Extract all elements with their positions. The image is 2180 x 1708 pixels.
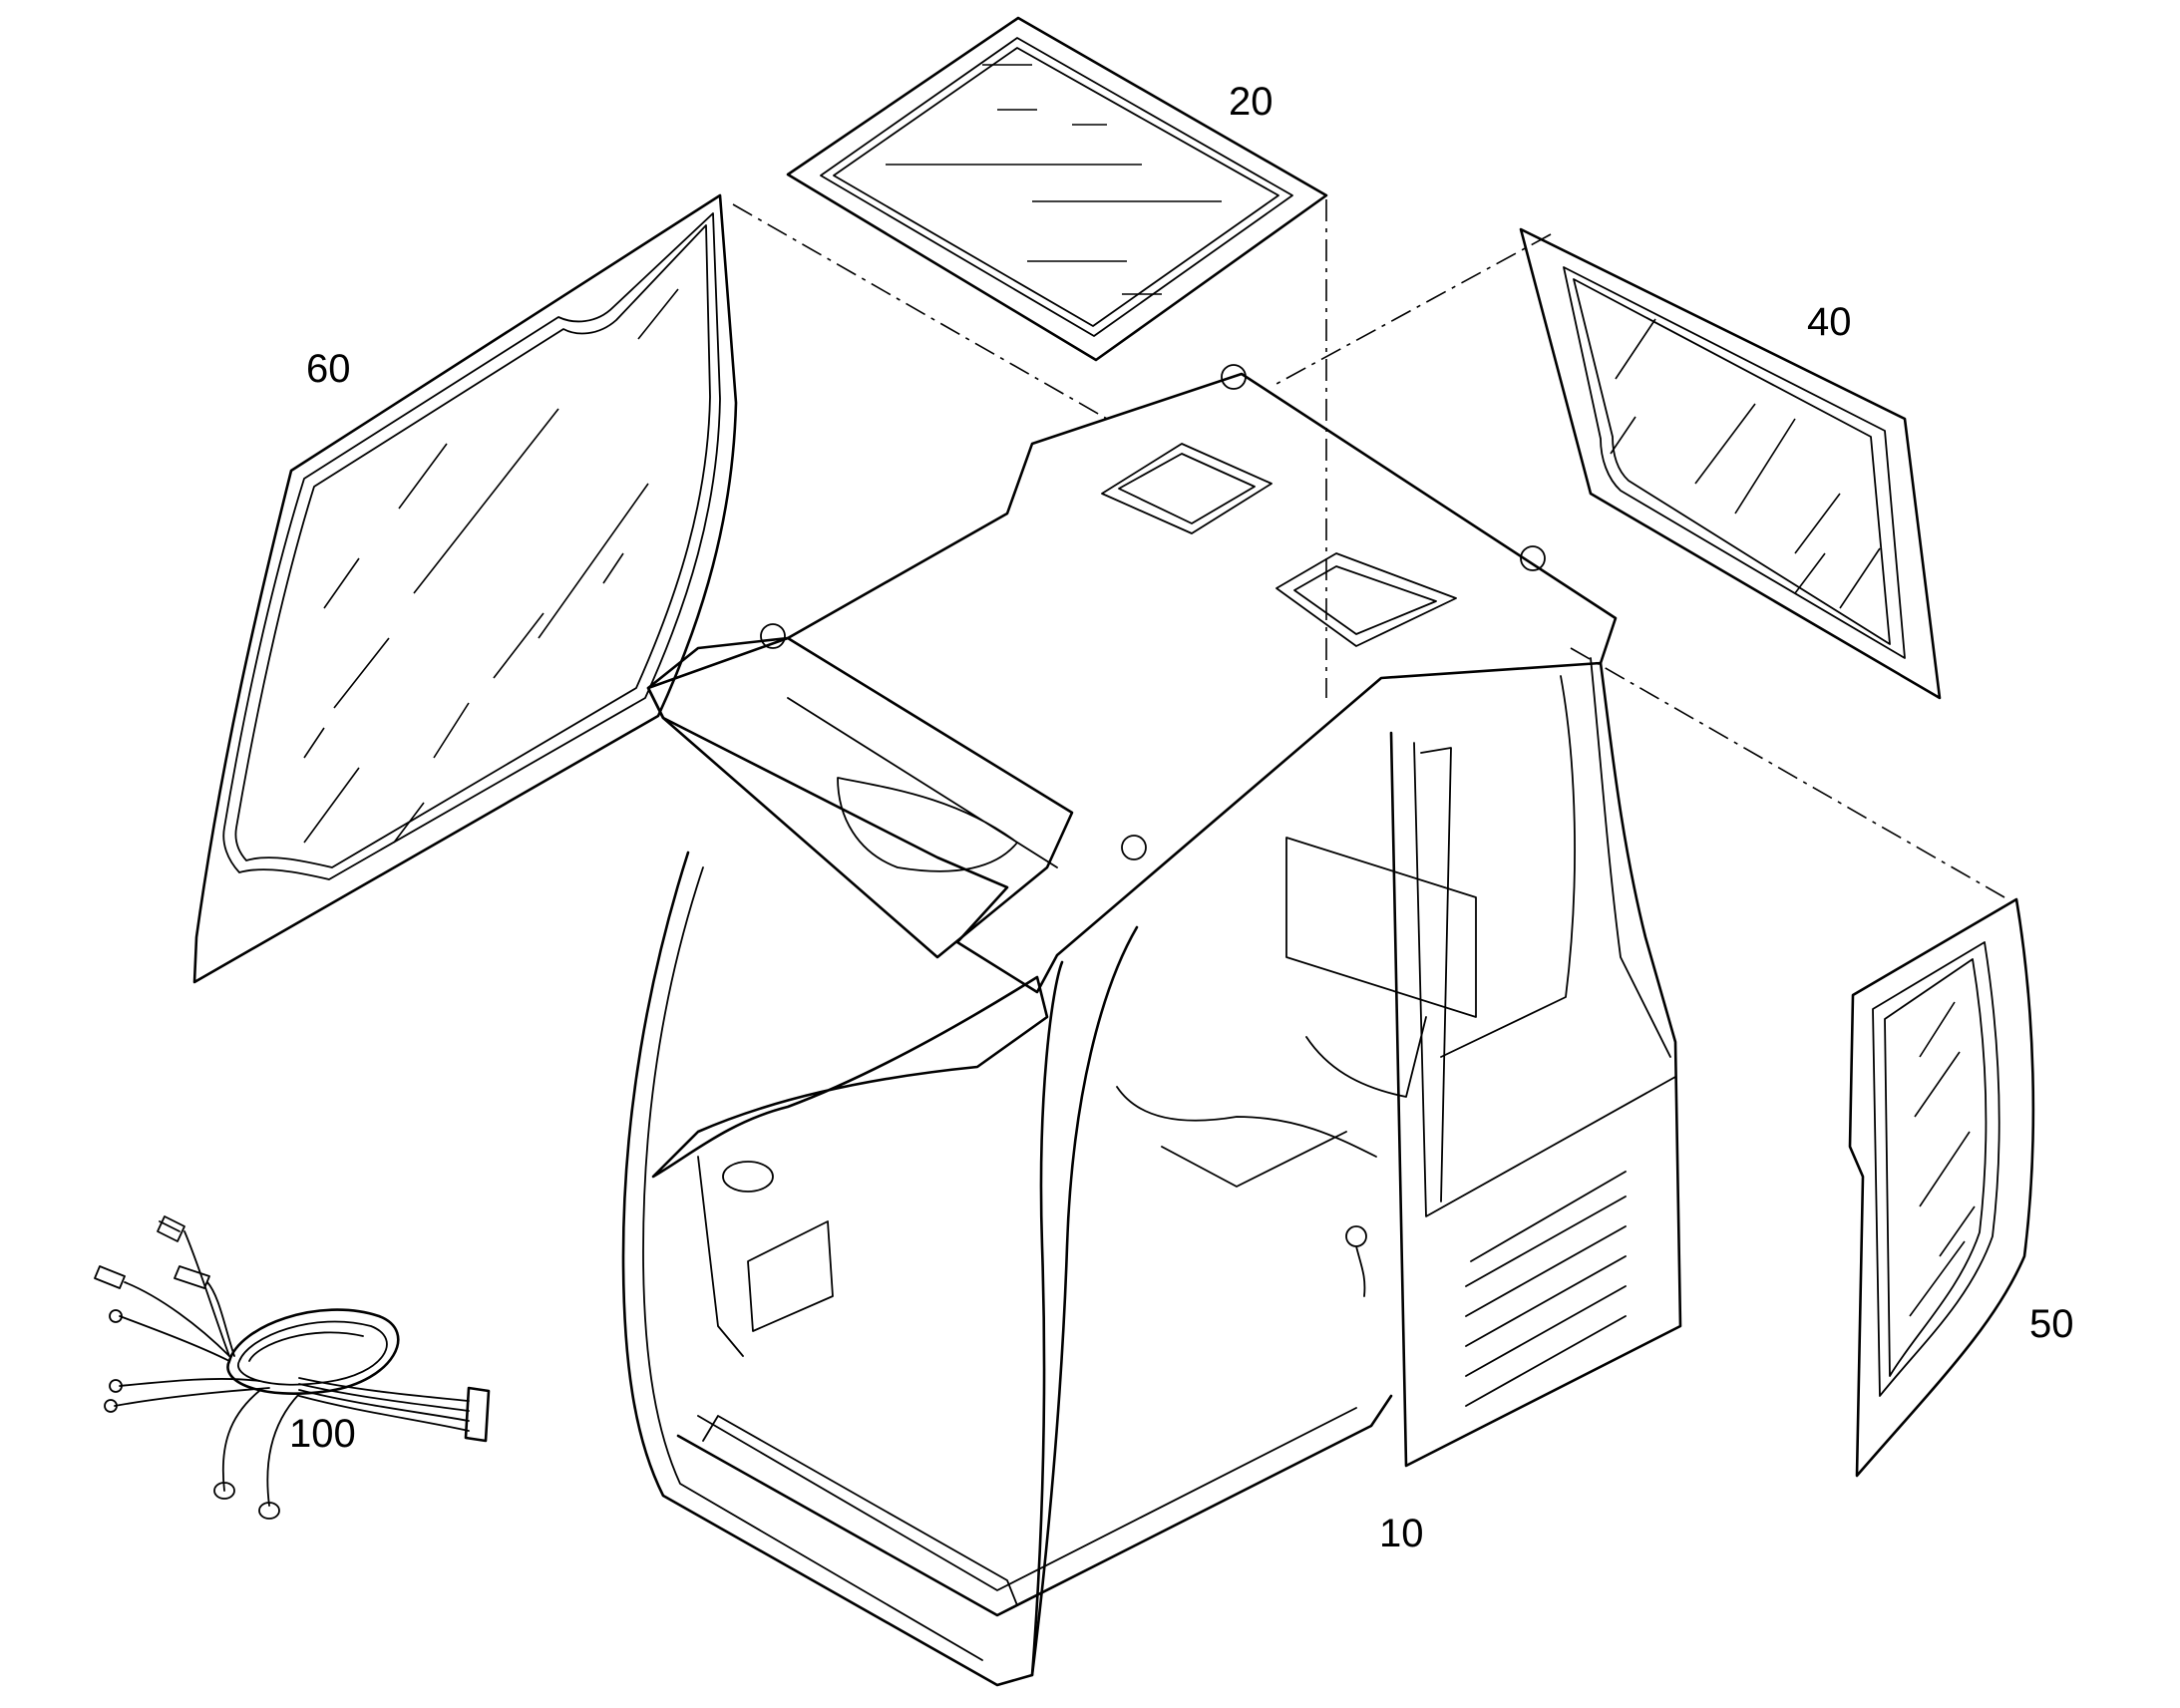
leader-lines — [732, 199, 2005, 898]
left-side-window-glass — [192, 193, 738, 984]
rear-window-glass — [1519, 227, 1942, 700]
callout-part-20: 20 — [1229, 80, 1273, 124]
door-window-glass — [1848, 897, 2035, 1478]
callout-part-50: 50 — [2029, 1302, 2074, 1346]
cab-frame — [621, 364, 1682, 1687]
wiring-harness — [94, 1215, 491, 1520]
callout-part-10: 10 — [1379, 1512, 1424, 1555]
roof-window-glass — [786, 16, 1328, 362]
callout-part-60: 60 — [306, 347, 351, 391]
callout-part-40: 40 — [1807, 300, 1852, 344]
callout-part-100: 100 — [289, 1412, 356, 1456]
